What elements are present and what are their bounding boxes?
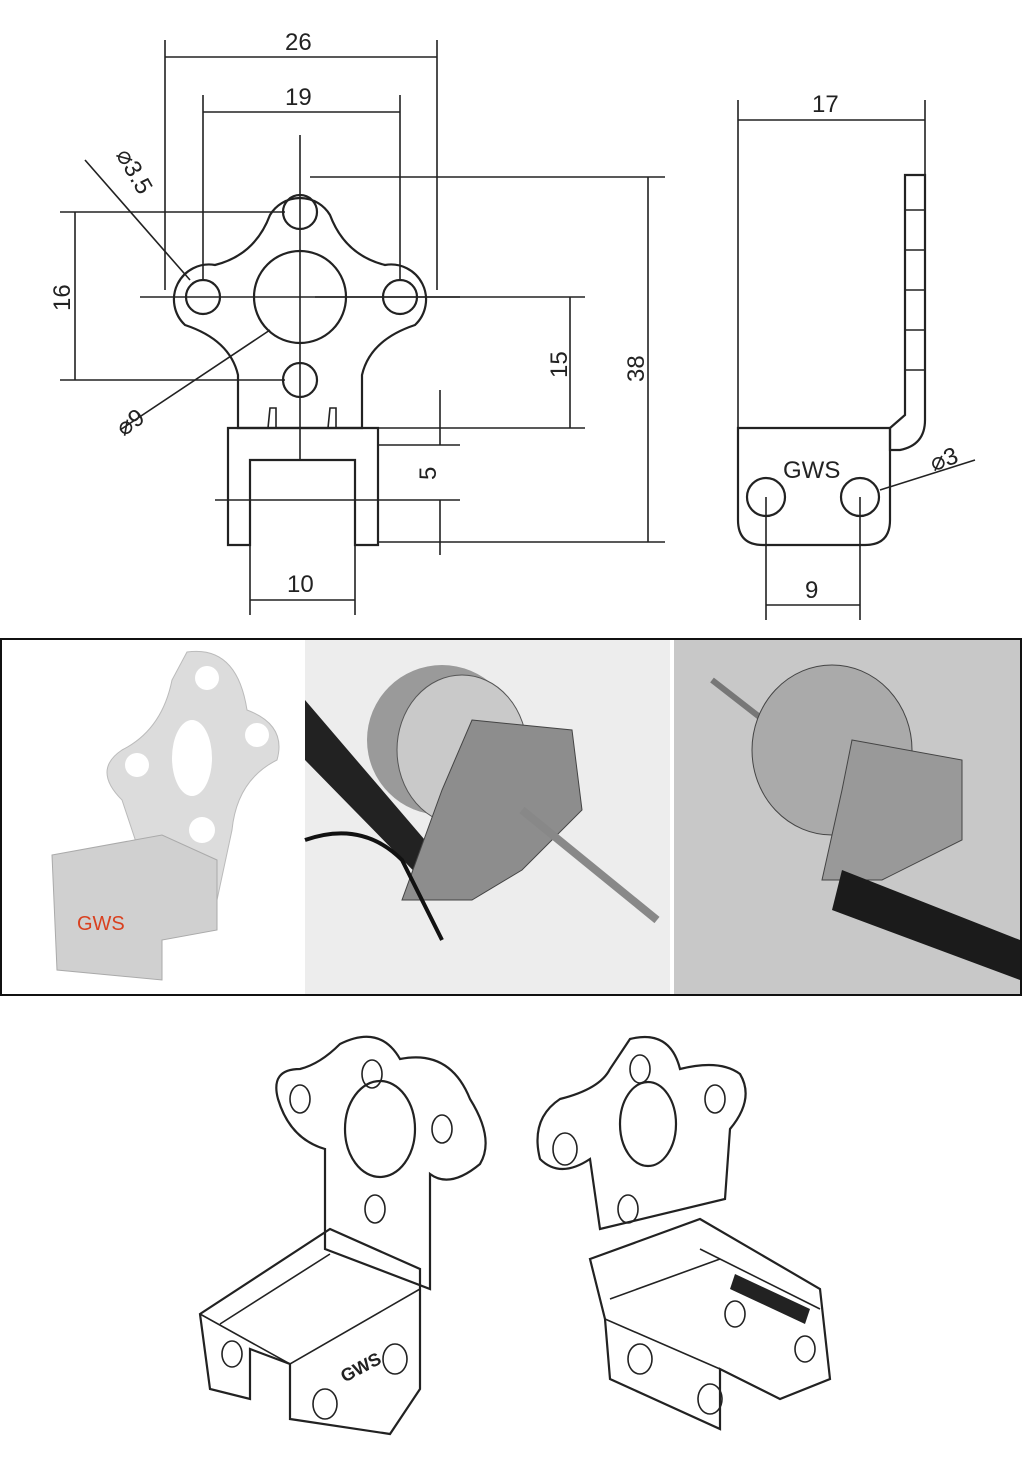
dim-19: 19 — [285, 84, 312, 111]
isometric-left: GWS — [198, 1035, 487, 1436]
dim-38: 38 — [623, 355, 650, 382]
dim-9: 9 — [805, 577, 818, 604]
photo-bracket: GWS — [2, 640, 302, 994]
dim-dia-9: ⌀9 — [111, 404, 149, 442]
photo-motor-gray — [674, 640, 1020, 994]
dim-26: 26 — [285, 29, 312, 56]
dim-10: 10 — [287, 571, 314, 598]
side-base — [736, 426, 892, 547]
technical-drawing: 26 19 ⌀3.5 16 ⌀9 15 38 5 10 17 GWS ⌀3 9 — [49, 29, 976, 620]
side-plate — [888, 173, 927, 452]
dim-15: 15 — [546, 351, 573, 378]
photo-panel: GWS — [0, 638, 1022, 996]
dim-16: 16 — [49, 284, 76, 311]
bracket-outline — [172, 197, 428, 430]
isometric-right — [536, 1035, 832, 1431]
side-view: 17 GWS ⌀3 9 — [736, 91, 976, 620]
brand-label: GWS — [783, 457, 840, 484]
dim-17: 17 — [812, 91, 839, 118]
dim-dia-3-5: ⌀3.5 — [110, 144, 157, 199]
iso-brand-label: GWS — [337, 1348, 384, 1386]
bracket-base — [226, 426, 380, 547]
dim-dia-3: ⌀3 — [926, 442, 961, 477]
photo-brand-label: GWS — [77, 913, 125, 935]
front-view: 26 19 ⌀3.5 16 ⌀9 15 38 5 10 — [49, 29, 665, 615]
photo-motor-mounted — [304, 640, 670, 994]
isometric-views: GWS — [198, 1035, 832, 1436]
dim-5: 5 — [415, 467, 442, 480]
